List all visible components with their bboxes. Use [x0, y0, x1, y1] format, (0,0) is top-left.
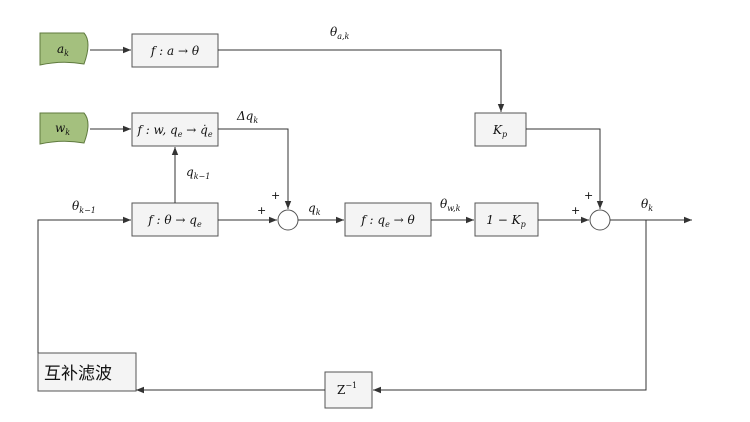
block-one-minus-kp: 1 − Kp: [474, 202, 539, 237]
gyro-block-main: f : w, q: [136, 123, 178, 137]
signal-theta-ak-sub: a,k: [337, 32, 349, 41]
svg-text:1 − Kp: 1 − Kp: [486, 213, 525, 229]
svg-text:θk: θk: [641, 197, 653, 213]
block-acc-to-angle: f : a → θ: [131, 33, 219, 68]
kp-sub: p: [502, 130, 507, 139]
q-to-theta-sub: e: [385, 220, 390, 229]
wire-kp-to-sum2: [526, 128, 604, 209]
gyro-block-sub2: e: [208, 130, 213, 139]
delay-main: Z: [337, 383, 345, 397]
wire-feedback-down: [373, 220, 647, 394]
one-minus-kp-sub: p: [521, 220, 526, 229]
signal-theta-k: θ: [641, 197, 649, 211]
svg-text:qk−1: qk−1: [186, 165, 210, 181]
summing-junction-2: [589, 209, 611, 231]
sum2-left-sign: +: [571, 204, 580, 217]
svg-text:θa,k: θa,k: [330, 25, 350, 41]
signal-delta-qk: Δq: [236, 109, 254, 123]
svg-text:Δqk: Δqk: [236, 109, 258, 125]
svg-text:θk−1: θk−1: [72, 199, 96, 215]
signal-theta-k-minus-1-sub: k−1: [79, 206, 96, 215]
svg-text:qk: qk: [308, 201, 321, 217]
svg-text:Kp: Kp: [492, 123, 507, 139]
block-kp: Kp: [474, 112, 527, 147]
one-minus-kp-main: 1 − K: [486, 213, 521, 227]
input-terminal-w: wk: [39, 112, 89, 145]
sum1-left-sign: +: [257, 204, 266, 217]
signal-theta-ak: θ: [330, 25, 338, 39]
sum1-top-sign: +: [271, 189, 280, 202]
svg-text:wk: wk: [55, 121, 70, 137]
svg-text:θw,k: θw,k: [440, 197, 461, 213]
gyro-block-arrow: → q̇: [182, 123, 208, 137]
svg-text:f : qe → θ: f : qe → θ: [360, 213, 415, 229]
filter-name-label: 互补滤波: [44, 364, 112, 384]
signal-q-k-sub: k: [316, 208, 321, 217]
terminal-w-sub: k: [65, 128, 70, 137]
block-q-to-theta: f : qe → θ: [344, 202, 432, 237]
signal-theta-k-minus-1: θ: [72, 199, 80, 213]
signal-delta-qk-sub: k: [253, 116, 258, 125]
block-theta-to-q: f : θ → qe: [131, 202, 219, 237]
theta-to-q-main: f : θ → q: [147, 213, 197, 227]
sum2-top-sign: +: [584, 189, 593, 202]
block-delay: Z−1: [324, 371, 373, 409]
terminal-w-label: w: [55, 121, 66, 135]
q-to-theta-rest: → θ: [390, 213, 416, 227]
signal-q-k-minus-1: q: [186, 165, 194, 179]
delay-sup: −1: [345, 381, 357, 390]
svg-text:f : w, qe → q̇e: f : w, qe → q̇e: [136, 123, 212, 139]
signal-theta-wk: θ: [440, 197, 448, 211]
svg-text:Z−1: Z−1: [337, 381, 357, 397]
q-to-theta-main: f : q: [360, 213, 385, 227]
wire-theta-ak: [218, 49, 505, 112]
svg-text:ak: ak: [57, 42, 69, 58]
terminal-a-sub: k: [64, 49, 69, 58]
signal-theta-wk-sub: w,k: [447, 204, 460, 213]
signal-theta-k-sub: k: [648, 204, 653, 213]
theta-to-q-sub: e: [197, 220, 202, 229]
signal-q-k-minus-1-sub: k−1: [194, 172, 211, 181]
filter-name-box: 互补滤波: [37, 352, 137, 392]
svg-text:f : θ → qe: f : θ → qe: [147, 213, 202, 229]
block-acc-to-angle-label: f : a → θ: [150, 44, 200, 58]
summing-junction-1: [277, 209, 299, 231]
signal-q-k: q: [308, 201, 316, 215]
block-gyro-to-dq: f : w, qe → q̇e: [131, 112, 219, 147]
input-terminal-a: ak: [39, 32, 89, 66]
terminal-a-label: a: [57, 42, 64, 56]
wire-feedback-up: [37, 216, 131, 353]
kp-main: K: [492, 123, 503, 137]
gyro-block-sub1: e: [178, 130, 183, 139]
wire-delta-qk: [218, 128, 292, 209]
